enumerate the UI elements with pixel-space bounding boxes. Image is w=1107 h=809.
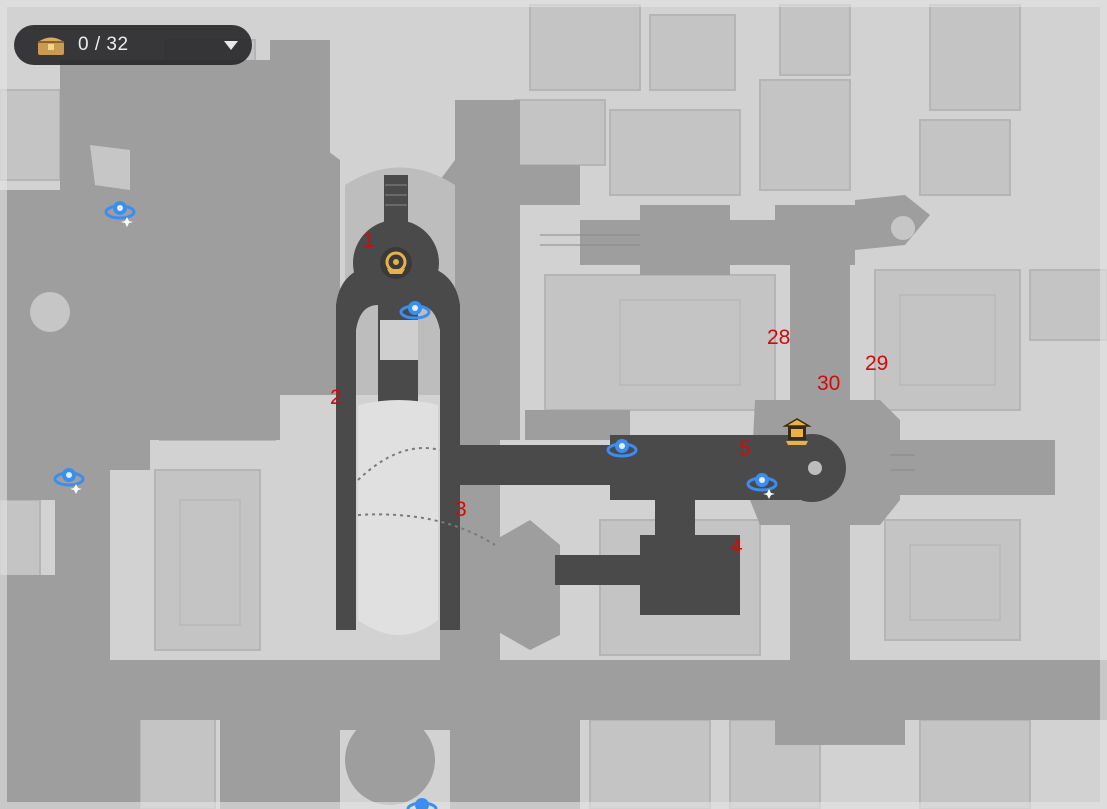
map-label-29: 29 — [865, 352, 889, 375]
space-anchor-icon[interactable] — [405, 792, 439, 809]
map-label-5: 5 — [739, 437, 751, 460]
map-label-28: 28 — [767, 326, 791, 349]
map-label-3: 3 — [455, 498, 467, 521]
space-anchor-icon[interactable] — [605, 433, 639, 467]
gold-landmark-icon[interactable] — [378, 245, 414, 281]
chest-counter[interactable]: 0 / 32 — [14, 25, 252, 65]
map-label-30: 30 — [817, 372, 841, 395]
space-anchor-icon[interactable] — [103, 195, 137, 229]
gold-shop-icon[interactable] — [779, 414, 815, 450]
dropdown-caret-icon[interactable] — [224, 40, 238, 50]
chest-count: 0 / 32 — [78, 34, 129, 55]
map-label-4: 4 — [731, 535, 743, 558]
map-label-2: 2 — [330, 386, 342, 409]
map-label-1: 1 — [363, 229, 375, 252]
space-anchor-icon[interactable] — [52, 462, 86, 496]
treasure-chest-icon — [38, 37, 64, 55]
space-anchor-icon[interactable] — [398, 295, 432, 329]
space-anchor-icon[interactable] — [745, 467, 779, 501]
